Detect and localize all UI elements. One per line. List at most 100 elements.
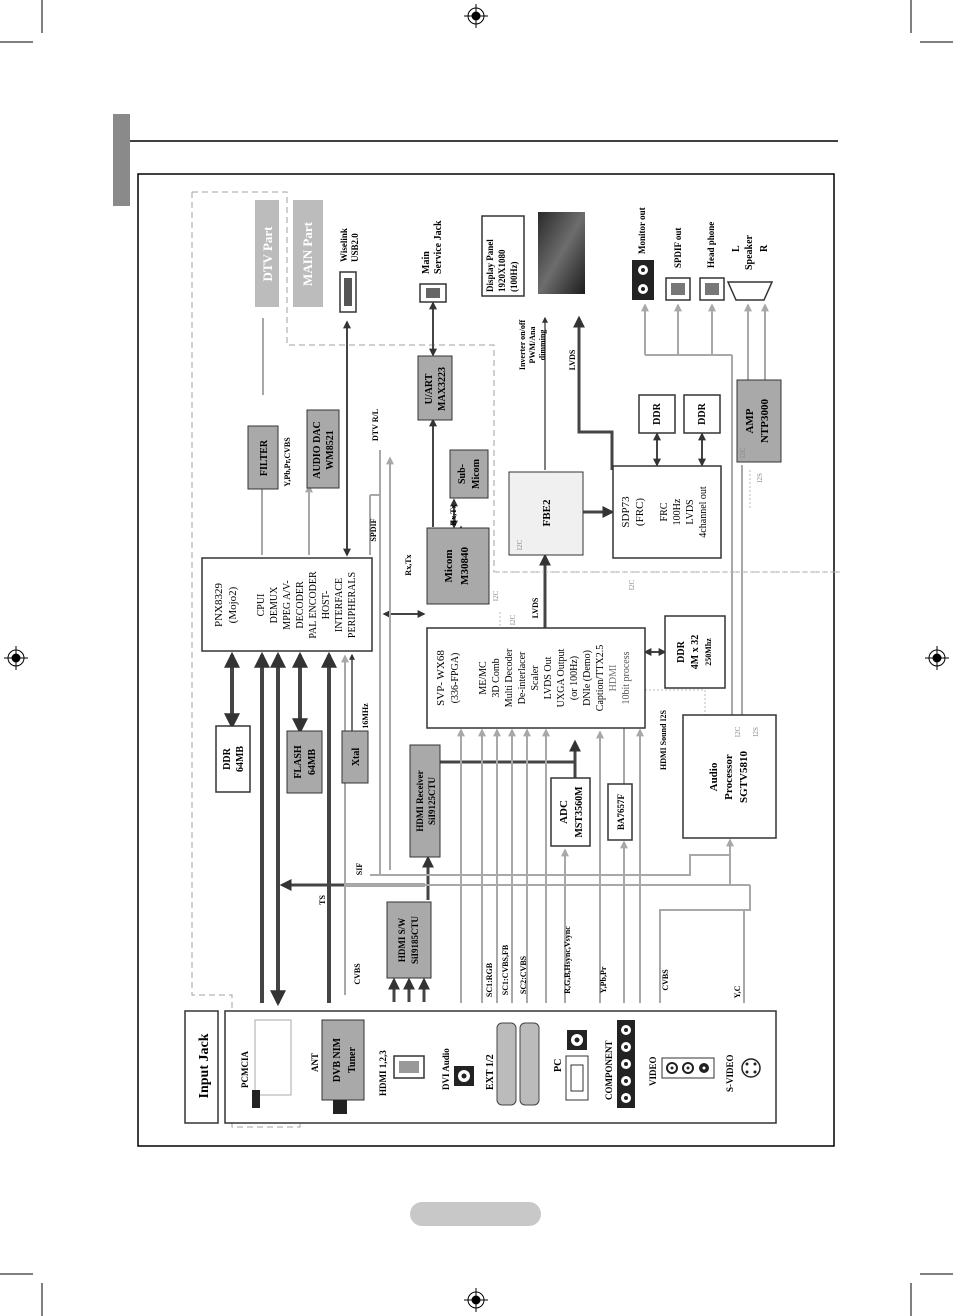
diagram-frame <box>137 173 835 1147</box>
svg-text:PNX8329: PNX8329 <box>213 583 225 628</box>
dvi-audio-label: DVI Audio <box>441 1048 451 1090</box>
input-jack-title: Input Jack <box>197 1033 212 1098</box>
cvbs-signal-1: CVBS <box>353 963 362 985</box>
wiselink-label: Wiselink <box>339 228 349 262</box>
svg-text:DECODER: DECODER <box>295 581 306 629</box>
hdmi-sound-i2s-signal: HDMI Sound I2S <box>659 709 668 770</box>
i2c-micom: I2C <box>492 590 500 601</box>
submicom-line2: Micom <box>471 458 482 489</box>
tuner-line1: DVB NIM <box>332 1037 343 1082</box>
dtv-rl-signal: DTV R/L <box>371 409 380 441</box>
svg-text:De-interlacer: De-interlacer <box>517 651 528 704</box>
ddr-svp-line1: DDR <box>676 640 687 662</box>
ant-label: ANT <box>310 1053 320 1072</box>
ddr-svp-line2: 4M x 32 <box>690 635 701 669</box>
dtv-part-label <box>255 200 279 307</box>
sc2-cvbs-signal: SC2:CVBS <box>519 955 528 994</box>
amp-line1: AMP <box>744 408 756 433</box>
svg-text:HDMI: HDMI <box>608 665 619 692</box>
audio-dac-line2: WM8521 <box>325 430 336 469</box>
speaker-label: Speaker <box>744 234 755 270</box>
amp-box <box>736 379 782 463</box>
svg-text:DNIe (Demo): DNIe (Demo) <box>582 650 593 706</box>
svg-text:FRC: FRC <box>659 502 670 521</box>
hdmi-receiver-box <box>409 744 441 858</box>
ddr-label-1: DDR <box>652 402 663 424</box>
ddr64-box <box>215 725 251 793</box>
pcmcia-label: PCMCIA <box>240 1051 250 1088</box>
pc-audio-jack-icon <box>567 1030 587 1050</box>
micom-line2: M30840 <box>459 547 471 585</box>
main-part-label <box>293 200 323 307</box>
submicom-line1: Sub- <box>457 464 468 484</box>
display-panel-line1: Display Panel <box>485 239 495 292</box>
pnx8329-text: PNX8329 (Mojo2) CPUI DEMUX MPEG A/V- DEC… <box>213 571 358 639</box>
svp-text: SVP- WX68 (336-FPGA) ME/MC 3D Comb Multi… <box>435 645 632 711</box>
wiselink-usb-label: USB2.0 <box>350 233 360 262</box>
dtv-region-left <box>191 192 301 1128</box>
lvds-panel-signal: LVDS <box>568 349 577 370</box>
flash-box <box>286 730 323 794</box>
rgb-sync-signal: R,G,B,Hsync,Vsync <box>563 926 572 994</box>
svg-text:(Mojo2): (Mojo2) <box>227 586 239 623</box>
audio-proc-line3: SGTV5810 <box>738 751 750 803</box>
svg-text:PAL ENCODER: PAL ENCODER <box>308 571 319 639</box>
pc-label: PC <box>553 1059 564 1072</box>
submicom-box <box>449 449 489 499</box>
head-phone-label: Head phone <box>706 222 716 268</box>
ddr-svp-line3: 250Mhz <box>704 638 713 666</box>
registration-mark-icon <box>464 1288 488 1312</box>
main-part-text: MAIN Part <box>300 221 315 286</box>
adc-box <box>550 777 591 847</box>
svg-text:HOST-: HOST- <box>321 591 332 620</box>
i2c-audio: I2C <box>734 726 742 737</box>
service-jack-icon <box>419 283 447 303</box>
registration-mark-icon <box>4 646 28 670</box>
rxtx-signal: Rx,Tx <box>404 554 413 575</box>
hdmi-sw-line2: SiI9185CTU <box>410 915 420 964</box>
hdmi-in-label: HDMI 1,2,3 <box>378 1050 388 1096</box>
svg-text:10bit process: 10bit process <box>621 651 632 704</box>
registration-mark-icon <box>925 646 949 670</box>
hdmi-port-icon <box>393 1055 425 1079</box>
display-panel-line2: 1920X1080 <box>497 249 507 292</box>
ddr-label-2: DDR <box>697 402 708 424</box>
ba7657f-box <box>607 783 633 841</box>
svg-text:UXGA Output: UXGA Output <box>556 648 567 707</box>
svg-text:(FRC): (FRC) <box>634 498 646 526</box>
filter-label: FILTER <box>259 439 270 476</box>
lvds-svp-signal: LVDS <box>531 597 540 618</box>
audio-dac-box <box>306 409 340 489</box>
headphone-jack-icon <box>699 277 725 301</box>
ypbpr-signal: Y,Pb,Pr <box>599 966 608 993</box>
monitor-out-label: Monitor out <box>637 207 647 254</box>
rxtx-sub-signal: Rx,Tx <box>449 504 458 525</box>
inverter-line1: Inverter on/off <box>518 320 527 371</box>
ba7657f-label: BA7657F <box>616 793 626 830</box>
svg-text:Caption/TTX2.5: Caption/TTX2.5 <box>595 645 606 711</box>
svg-text:PERIPHERALS: PERIPHERALS <box>347 572 358 638</box>
flash-line2: 64MB <box>307 749 318 775</box>
svg-text:LVDS: LVDS <box>685 499 696 524</box>
i2s-amp: I2S <box>756 473 764 483</box>
svp-box <box>426 627 646 729</box>
svg-text:4channel out: 4channel out <box>698 486 709 538</box>
i2c-amp: I2C <box>739 447 747 458</box>
svg-text:INTERFACE: INTERFACE <box>334 578 345 632</box>
svg-text:Scaler: Scaler <box>530 665 541 691</box>
svg-text:(or 100Hz): (or 100Hz) <box>569 656 580 700</box>
svg-text:3D Comb: 3D Comb <box>491 658 502 697</box>
connections <box>224 301 842 1007</box>
uart-line2: MAX3223 <box>437 367 448 411</box>
audio-processor-box <box>682 714 777 839</box>
ddr-box-2 <box>683 394 721 434</box>
ts-signal: TS <box>318 895 327 905</box>
monitor-out-jack-icon <box>632 260 654 300</box>
svg-text:CPUI: CPUI <box>256 594 267 617</box>
spdif-jack-icon <box>665 277 691 301</box>
uart-box <box>417 355 453 421</box>
registration-mark-icon <box>464 4 488 28</box>
i2c-fbe2: I2C <box>516 539 524 550</box>
filter-box <box>247 425 279 490</box>
